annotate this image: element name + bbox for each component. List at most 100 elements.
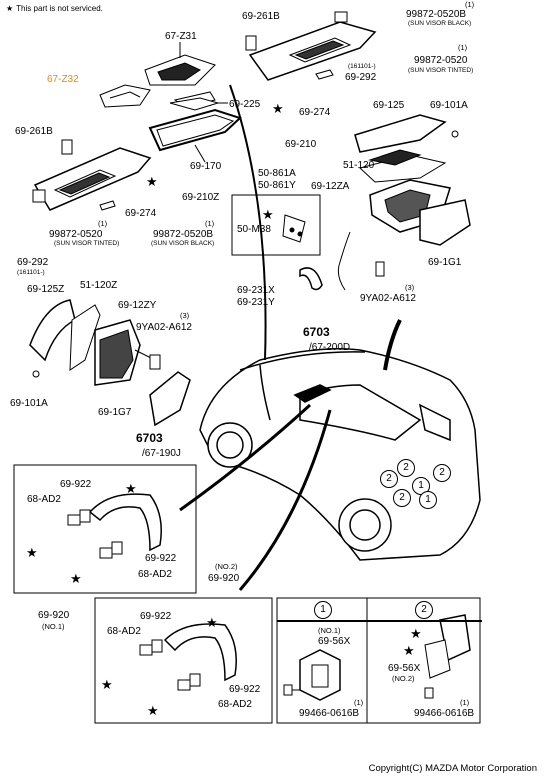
qty-99872-0520B-left: (1) <box>205 219 215 228</box>
label-69-231X: 69-231X <box>237 285 275 296</box>
label-69-101A-top: 69-101A <box>430 100 468 111</box>
label-99872-0520B-top: 99872-0520B <box>406 9 467 20</box>
label-50-861A: 50-861A <box>258 168 296 179</box>
qty-99872-0520B-top: (1) <box>465 0 475 9</box>
inset-box-50M38 <box>231 194 321 256</box>
label-69-231Y: 69-231Y <box>237 297 275 308</box>
door-mirror-left <box>29 299 191 427</box>
panel-2-number: 2 <box>415 601 433 619</box>
star-icon: ★ <box>101 677 113 692</box>
star-icon: ★ <box>125 481 137 496</box>
label-69-1G7: 69-1G7 <box>98 407 132 418</box>
dome-lamp-67Z32 <box>99 84 151 108</box>
label-69-261B-left: 69-261B <box>15 126 53 137</box>
panel-1-no-tag: (NO.1) <box>318 626 341 635</box>
label-67-Z31: 67-Z31 <box>165 31 197 42</box>
vehicle-body <box>199 348 481 561</box>
label-9YA02-A612-right: 9YA02-A612 <box>360 293 416 304</box>
assist-grip-no1 <box>67 493 162 559</box>
label-69-261B-top: 69-261B <box>242 11 280 22</box>
ref-67-200D: /67-200D <box>309 342 351 353</box>
label-69-125: 69-125 <box>373 100 405 111</box>
star-icon: ★ <box>410 626 422 641</box>
note-161101-left: (161101-) <box>17 269 45 276</box>
panel-header-divider <box>277 620 482 622</box>
car-callout-2: 2 <box>393 489 411 507</box>
label-69-101A-left: 69-101A <box>10 398 48 409</box>
box-69920-no1 <box>13 464 197 594</box>
label-69-292-left: 69-292 <box>17 257 49 268</box>
note-sun-visor-black-top: (SUN VISOR BLACK) <box>408 20 472 27</box>
star-icon: ★ <box>70 571 82 586</box>
clip-69-56X-no2 <box>424 614 471 699</box>
clip-69-56X-no1 <box>283 649 341 701</box>
leader-dome <box>229 84 267 361</box>
panel-2-no-tag: (NO.2) <box>392 674 415 683</box>
note-sun-visor-tinted-top: (SUN VISOR TINTED) <box>408 67 474 74</box>
part-50M38 <box>282 214 306 243</box>
label-69-920-no2: 69-920 <box>208 573 240 584</box>
label-68-AD2-d: 68-AD2 <box>218 699 252 710</box>
label-69-12ZY: 69-12ZY <box>118 300 157 311</box>
star-icon: ★ <box>147 703 159 718</box>
ref-6703-left: 6703 <box>136 431 163 445</box>
leader-mirror <box>383 319 402 371</box>
label-51-120: 51-120 <box>343 160 375 171</box>
sun-visor-69210 <box>245 11 377 81</box>
label-69-274-top: 69-274 <box>299 107 331 118</box>
notice-text: This part is not serviced. <box>16 4 103 13</box>
label-69-12ZA: 69-12ZA <box>311 181 350 192</box>
label-99872-0520-top: 99872-0520 <box>414 55 468 66</box>
note-161101-top: (161101-) <box>348 63 376 70</box>
label-69-1G1: 69-1G1 <box>428 257 462 268</box>
ref-6703-right: 6703 <box>303 325 330 339</box>
leader-grip-no2 <box>238 409 332 591</box>
star-icon: ★ <box>403 643 415 658</box>
label-69-56X-no1: 69-56X <box>318 636 351 647</box>
qty-99872-0520-top: (1) <box>458 43 468 52</box>
door-mirror-69125 <box>337 114 471 291</box>
tag-no1: (NO.1) <box>42 622 65 631</box>
label-99466-0616B-1: 99466-0616B <box>299 708 360 719</box>
box-panel-2 <box>366 597 481 724</box>
dome-lamp-67Z31 <box>144 42 216 86</box>
qty-99466-0616B-2: (1) <box>460 698 470 707</box>
label-69-210: 69-210 <box>285 139 317 150</box>
box-69920-no2 <box>94 597 273 724</box>
copyright-text: Copyright(C) MAZDA Motor Corporation <box>368 763 537 774</box>
label-69-922-b: 69-922 <box>145 553 177 564</box>
star-icon: ★ <box>146 174 158 189</box>
bracket-69225 <box>169 97 228 111</box>
car-callout-2: 2 <box>397 459 415 477</box>
label-69-274-left: 69-274 <box>125 208 157 219</box>
label-69-922-a: 69-922 <box>60 479 92 490</box>
label-69-922-c: 69-922 <box>140 611 172 622</box>
label-68-AD2-b: 68-AD2 <box>138 569 172 580</box>
label-67-Z32: 67-Z32 <box>47 74 79 85</box>
label-69-920-no1: 69-920 <box>38 610 70 621</box>
label-51-120Z: 51-120Z <box>80 280 118 291</box>
label-99466-0616B-2: 99466-0616B <box>414 708 475 719</box>
note-sun-visor-black-left: (SUN VISOR BLACK) <box>151 240 215 247</box>
note-sun-visor-tinted-left: (SUN VISOR TINTED) <box>54 240 120 247</box>
star-icon: ★ <box>6 4 14 13</box>
panel-1-number: 1 <box>314 601 332 619</box>
star-icon: ★ <box>26 545 38 560</box>
label-99872-0520B-left: 99872-0520B <box>153 229 214 240</box>
car-callout-1: 1 <box>419 491 437 509</box>
qty-99872-0520-left: (1) <box>98 219 108 228</box>
star-icon: ★ <box>262 207 274 222</box>
sun-visor-69210Z <box>32 139 152 211</box>
qty-9YA02-A612-right: (3) <box>405 283 415 292</box>
car-callout-2: 2 <box>433 464 451 482</box>
tag-no2: (NO.2) <box>215 562 238 571</box>
label-9YA02-A612-left: 9YA02-A612 <box>136 322 192 333</box>
label-69-210Z: 69-210Z <box>182 192 220 203</box>
label-50-861Y: 50-861Y <box>258 180 296 191</box>
notice: ★ This part is not serviced. <box>6 4 103 13</box>
star-icon: ★ <box>206 615 218 630</box>
part-69231 <box>299 267 323 291</box>
label-50-M38: 50-M38 <box>237 224 271 235</box>
label-69-225: 69-225 <box>229 99 261 110</box>
label-99872-0520-left: 99872-0520 <box>49 229 103 240</box>
